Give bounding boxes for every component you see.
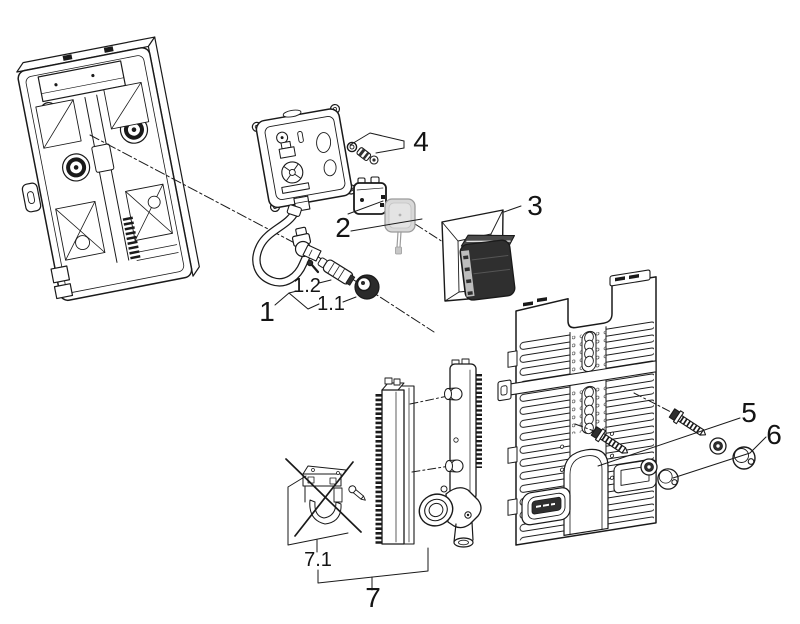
callout-leader-7 (317, 547, 429, 591)
cartridge-part-drawing (317, 257, 356, 286)
callout-label-5: 5 (741, 397, 757, 428)
callout-label-7: 7 (365, 582, 381, 613)
callout-label-1-2: 1.2 (293, 275, 321, 297)
solenoid-unit-drawing (353, 176, 387, 215)
screw-axis-upper (633, 392, 672, 413)
cover-cap-upper-drawing (732, 446, 756, 470)
obsolete-bracket-drawing (302, 465, 366, 525)
flush-valve-body-drawing (291, 226, 322, 274)
spacer-frame-drawing (375, 358, 482, 545)
outlet-elbow-drawing (418, 485, 482, 548)
mounting-plate-left-drawing (16, 36, 200, 302)
rough-in-valve-housing-drawing (251, 103, 357, 213)
callout-label-1-1: 1.1 (317, 293, 345, 315)
seal-and-plug-drawing (346, 141, 379, 165)
cap-part-drawing (354, 274, 380, 300)
cover-cap-lower-drawing (657, 468, 679, 490)
washer-lower-drawing (640, 458, 658, 476)
callout-label-1: 1 (259, 296, 275, 327)
cross-out-mark (285, 458, 362, 537)
logo-badge (531, 496, 562, 515)
callout-leader-2 (347, 200, 423, 232)
sensor-box-drawing (459, 234, 516, 301)
callout-label-6: 6 (766, 419, 782, 450)
callout-leader-1 (274, 279, 357, 310)
callout-leader-5 (597, 417, 741, 467)
mounting-plate-right-drawing (497, 269, 657, 546)
callout-label-7-1: 7.1 (304, 549, 332, 571)
callout-leader-4 (349, 132, 405, 154)
callout-label-4: 4 (413, 126, 429, 157)
callout-label-2: 2 (335, 212, 351, 243)
callout-leader-3 (503, 205, 522, 213)
washer-upper-drawing (709, 437, 727, 455)
callout-label-3: 3 (527, 190, 543, 221)
screw-axis-lower (574, 423, 595, 432)
control-cover-drawing (384, 198, 416, 255)
callout-leader-7-1 (287, 475, 349, 553)
flexible-hose-drawing (252, 204, 312, 287)
sensor-axis-line (414, 223, 444, 243)
callout-leader-6 (672, 436, 767, 479)
